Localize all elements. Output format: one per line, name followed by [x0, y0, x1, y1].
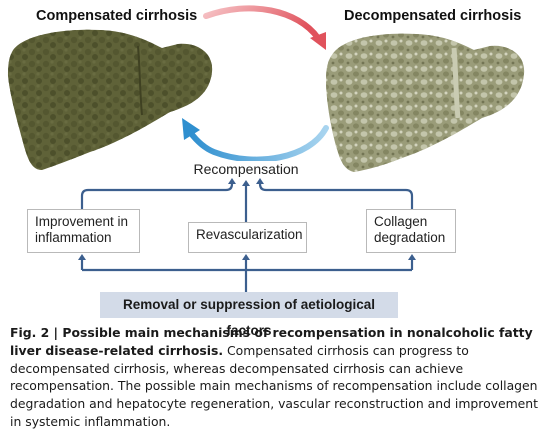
- inflammation-mechanism-box: Improvement in inflammation: [27, 209, 140, 253]
- caption-body: Compensated cirrhosis can progress to de…: [10, 342, 539, 429]
- caption-title: Fig. 2 | Possible main mechanisms of rec…: [10, 325, 533, 358]
- decompensated-liver-illustration: [326, 33, 525, 172]
- collagen-mechanism-label: Collagen degradation: [374, 214, 446, 245]
- figure-caption: Fig. 2 | Possible main mechanisms of rec…: [10, 324, 546, 431]
- recompensation-arrow: [182, 118, 329, 163]
- progression-arrow: [203, 5, 326, 50]
- aetiological-factors-removal-bar: Removal or suppression of aetiological f…: [100, 292, 398, 338]
- connector-arrowheads: [78, 178, 416, 260]
- decompensated-cirrhosis-title: Decompensated cirrhosis: [344, 8, 522, 24]
- revascularization-mechanism-box: Revascularization: [188, 222, 307, 253]
- revascularization-mechanism-label: Revascularization: [196, 227, 303, 242]
- inflammation-mechanism-label: Improvement in inflammation: [35, 214, 129, 245]
- compensated-liver-illustration: [8, 29, 213, 171]
- collagen-mechanism-box: Collagen degradation: [366, 209, 456, 253]
- recompensation-label: Recompensation: [186, 161, 306, 177]
- compensated-cirrhosis-title: Compensated cirrhosis: [36, 8, 198, 24]
